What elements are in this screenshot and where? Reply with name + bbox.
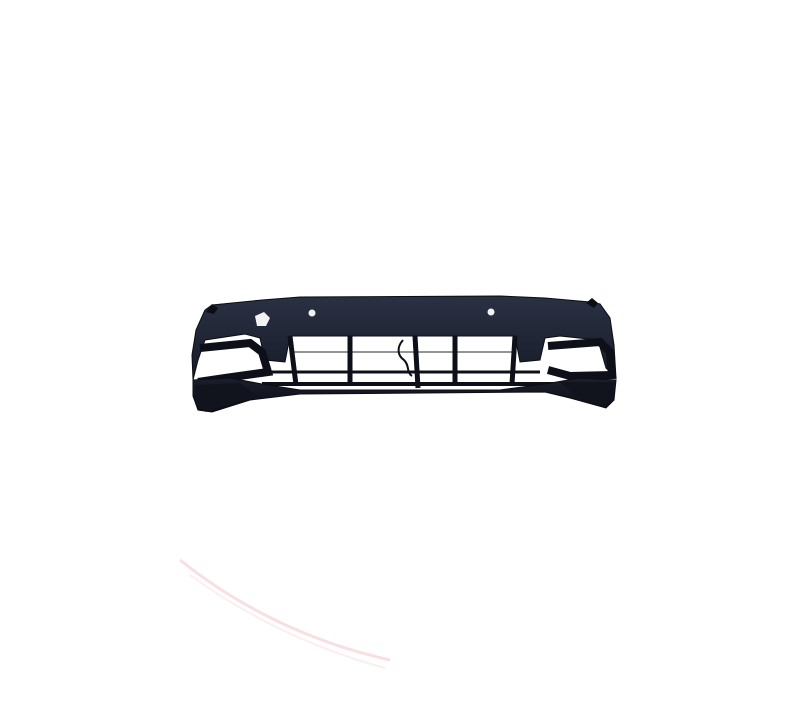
right-corner-molding	[560, 382, 614, 406]
lower-grille-lattice	[262, 335, 560, 389]
right-fog-lamp-frame	[546, 337, 617, 381]
sensor-wire	[397, 339, 413, 377]
left-fog-lamp-frame	[197, 338, 274, 386]
parking-sensor-hole-1	[308, 309, 316, 317]
left-mount-tab	[206, 304, 218, 314]
background-light-streak	[179, 558, 391, 662]
background-light-streak-2	[189, 574, 386, 669]
bumper-lower-lip	[192, 377, 617, 413]
left-corner-molding	[195, 383, 256, 412]
right-mount-tab	[586, 298, 598, 308]
parking-sensor-hole-2	[487, 308, 495, 316]
tow-hook-opening	[255, 312, 270, 326]
